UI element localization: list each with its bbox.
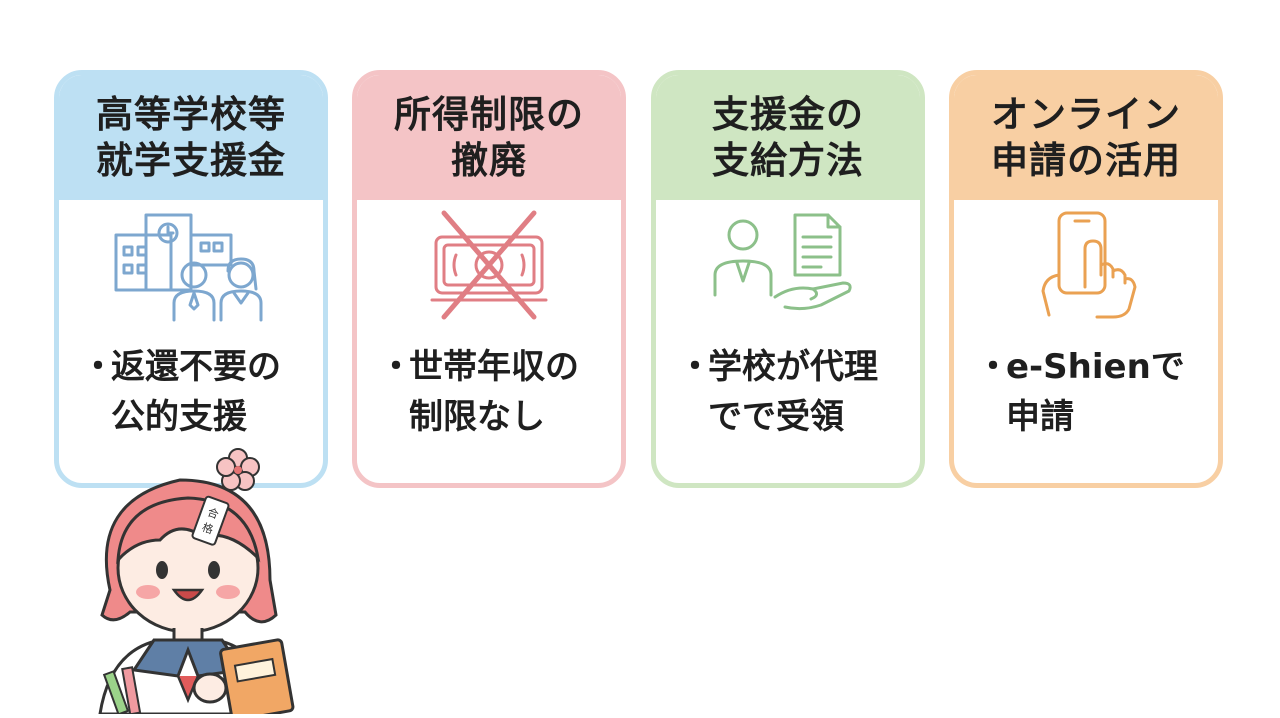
card-body: ・返還不要の 公的支援 — [59, 330, 323, 442]
person-document-hand-icon — [656, 200, 920, 330]
card-title-line2: 支給方法 — [712, 138, 864, 182]
card-body-line1: 学校が代理 — [708, 347, 878, 387]
card-title: 支援金の 支給方法 — [656, 75, 920, 200]
card-title: 所得制限の 撤廃 — [357, 75, 621, 200]
card-title-line1: 支援金の — [712, 92, 864, 136]
card-body: ・e-Shienで 申請 — [954, 330, 1218, 442]
card-title-line2: 撤廃 — [451, 138, 527, 182]
card-body-line2: 公的支援 — [111, 397, 247, 437]
card-body: ・世帯年収の 制限なし — [357, 330, 621, 442]
card-body: ・学校が代理 でで受領 — [656, 330, 920, 442]
crossed-money-icon — [357, 200, 621, 330]
card-body-line2: 制限なし — [409, 397, 545, 437]
card-body-line1: e-Shienで — [1006, 347, 1185, 387]
bullet: ・ — [379, 347, 413, 387]
card-title: オンライン 申請の活用 — [954, 75, 1218, 200]
student-girl-icon: 合 格 — [70, 440, 310, 718]
school-students-icon — [59, 200, 323, 330]
card-body-line1: 返還不要の — [111, 347, 281, 387]
card-income-limit: 所得制限の 撤廃 ・世帯年収の 制限なし — [352, 70, 626, 488]
card-title-line2: 就学支援金 — [96, 138, 286, 182]
bullet: ・ — [81, 347, 115, 387]
card-title-line1: 所得制限の — [394, 92, 584, 136]
smartphone-tap-icon — [954, 200, 1218, 330]
card-online-application: オンライン 申請の活用 ・e-Shienで 申請 — [949, 70, 1223, 488]
card-payment-method: 支援金の 支給方法 ・学校が代理 でで受領 — [651, 70, 925, 488]
bullet: ・ — [976, 347, 1010, 387]
card-title: 高等学校等 就学支援金 — [59, 75, 323, 200]
tag-text-2: 格 — [200, 520, 215, 537]
card-title-line1: 高等学校等 — [96, 92, 286, 136]
card-body-line1: 世帯年収の — [409, 347, 579, 387]
card-body-line2: でで受領 — [708, 397, 844, 437]
tag-text-1: 合 — [206, 505, 221, 522]
card-school-support: 高等学校等 就学支援金 ・返還不要の — [54, 70, 328, 488]
card-title-line2: 申請の活用 — [991, 138, 1181, 182]
card-body-line2: 申請 — [1006, 397, 1074, 437]
bullet: ・ — [678, 347, 712, 387]
card-title-line1: オンライン — [991, 92, 1181, 136]
